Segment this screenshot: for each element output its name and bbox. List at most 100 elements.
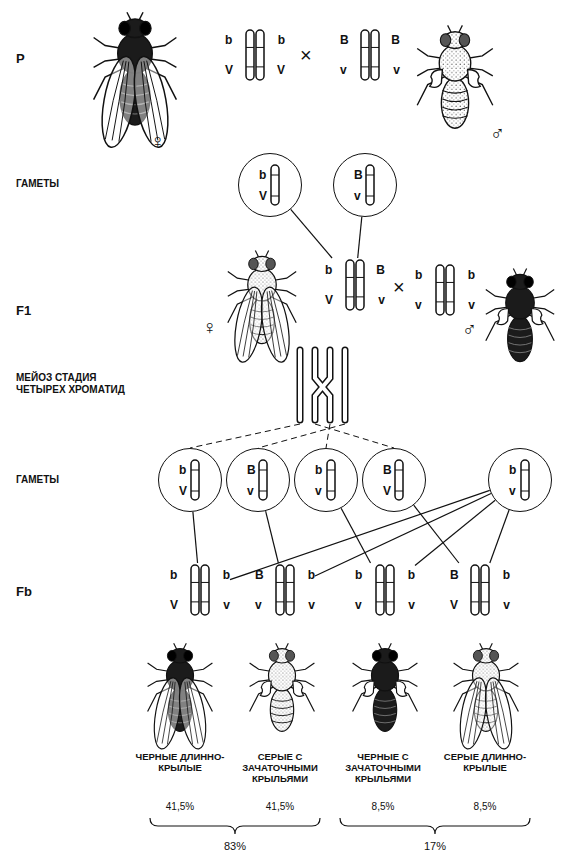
wing-vein xyxy=(162,681,173,743)
chromatid-outline xyxy=(315,350,330,420)
wing-vein xyxy=(147,60,165,140)
gene-locus xyxy=(481,601,489,602)
fly-stripe xyxy=(374,713,396,715)
gene-locus xyxy=(201,601,209,602)
gamete-circle: bv xyxy=(488,448,552,512)
gamete-circle: Bv xyxy=(333,153,397,217)
fly-eye xyxy=(266,258,276,269)
fly-stripe xyxy=(271,721,293,723)
chromosome xyxy=(356,260,364,310)
chromosome xyxy=(386,565,394,615)
wing-vein xyxy=(112,61,126,140)
gamete-circle: bV xyxy=(238,153,302,217)
gene-locus xyxy=(395,470,403,471)
fly-stripe xyxy=(271,706,293,708)
allele-letter: v xyxy=(393,64,400,76)
gene-locus xyxy=(286,601,294,602)
stage-label: МЕЙОЗ СТАДИЯ ЧЕТЫРЕХ ХРОМАТИД xyxy=(16,372,128,395)
fly-eye xyxy=(372,650,381,661)
vestigial-wing xyxy=(363,681,374,696)
genotype-chromosomes: bbVv xyxy=(170,563,230,617)
allele-letter: v xyxy=(308,599,315,611)
allele-letter: v xyxy=(378,294,385,306)
allele-letter: V xyxy=(259,190,267,202)
fly-eye xyxy=(440,34,451,47)
allele-letter: B xyxy=(354,169,363,181)
percent-value: 41,5% xyxy=(250,801,310,813)
gene-locus xyxy=(386,582,394,583)
gene-locus xyxy=(436,301,444,302)
chromosome-symbol xyxy=(159,449,223,513)
gene-locus xyxy=(361,66,369,67)
vestigial-wing xyxy=(497,309,508,325)
allele-letter: b xyxy=(415,269,422,281)
vestigial-wing xyxy=(293,681,304,696)
chromatid xyxy=(298,350,302,420)
cross-line xyxy=(414,505,459,563)
drosophila-fly xyxy=(417,25,493,128)
fly-eye xyxy=(524,276,534,287)
allele-letter: b xyxy=(308,569,315,581)
cross-sign: × xyxy=(393,276,405,299)
fly-eye xyxy=(459,34,470,47)
gene-locus xyxy=(346,277,354,278)
allele-letter: b xyxy=(509,464,516,476)
chromosome xyxy=(471,565,479,615)
sex-symbol: ♂ xyxy=(462,318,477,341)
chromosome-symbol xyxy=(340,28,400,82)
allele-letter: v xyxy=(340,64,347,76)
gene-locus xyxy=(481,582,489,583)
gene-locus xyxy=(521,470,529,471)
gene-locus xyxy=(376,601,384,602)
cross-sign: × xyxy=(300,44,312,67)
genotype-chromosomes: bbVV xyxy=(225,28,285,82)
chromosome xyxy=(521,460,529,500)
gene-locus xyxy=(395,491,403,492)
gene-locus xyxy=(436,282,444,283)
allele-letter: B xyxy=(376,264,385,276)
percent-value: 41,5% xyxy=(150,801,210,813)
chromosome-symbol xyxy=(239,154,303,218)
gene-locus xyxy=(276,601,284,602)
fly-eye xyxy=(507,276,517,287)
fly-stripe xyxy=(374,721,396,723)
allele-letter: b xyxy=(355,569,362,581)
gene-locus xyxy=(246,66,254,67)
allele-letter: V xyxy=(450,599,458,611)
allele-letter: V xyxy=(179,485,187,497)
fly-stripe xyxy=(509,328,532,330)
allele-letter: B xyxy=(255,569,264,581)
percent-value: 8,5% xyxy=(353,801,413,813)
gene-locus xyxy=(446,282,454,283)
gene-locus xyxy=(191,491,199,492)
fly-stripe xyxy=(442,99,467,102)
fly-stripe xyxy=(509,343,532,345)
fly-stripe xyxy=(509,335,532,337)
cross-line xyxy=(291,209,332,258)
chromosome xyxy=(191,565,199,615)
chromatid-outline xyxy=(342,350,349,420)
fly-stripe xyxy=(271,713,293,715)
fly-eye xyxy=(269,650,278,661)
allele-letter: V xyxy=(170,599,178,611)
allele-letter: b xyxy=(179,464,186,476)
genotype-chromosomes: bbvv xyxy=(355,563,415,617)
fly-stripe xyxy=(374,706,396,708)
allele-letter: v xyxy=(315,485,322,497)
gene-locus xyxy=(366,175,374,176)
gene-locus xyxy=(361,47,369,48)
drosophila-fly xyxy=(250,643,315,731)
chromosome-symbol xyxy=(489,449,553,513)
fly-eye xyxy=(140,21,152,35)
allele-letter: V xyxy=(325,294,333,306)
gene-locus xyxy=(386,601,394,602)
allele-letter: b xyxy=(408,569,415,581)
allele-letter: B xyxy=(340,34,349,46)
wing-vein xyxy=(468,681,479,743)
allele-letter: v xyxy=(509,485,516,497)
fly-abdomen xyxy=(441,78,468,128)
gene-locus xyxy=(259,491,267,492)
generation-label: F1 xyxy=(16,304,31,319)
genotype-chromosomes: bBVv xyxy=(325,258,385,312)
